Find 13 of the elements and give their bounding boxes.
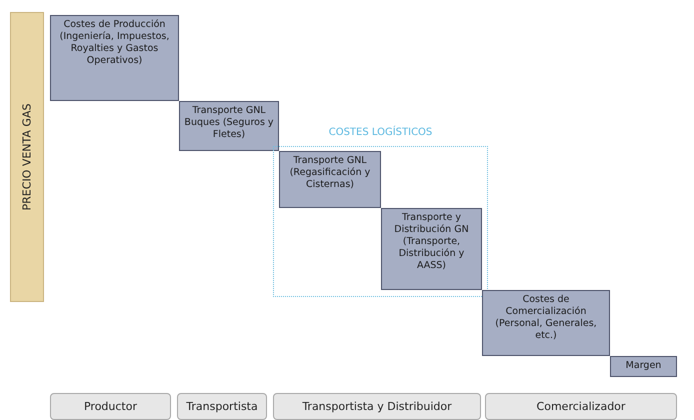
cost-box: Costes de Producción (Ingeniería, Impuestos, Royalties y Gastos Operativos): [50, 15, 179, 101]
price-bar: [10, 12, 44, 302]
group-title: COSTES LOGÍSTICOS: [328, 127, 434, 138]
actor-box: Transportista y Distribuidor: [273, 393, 481, 420]
cost-box: Transporte GNL (Regasificación y Cisternas): [279, 151, 381, 208]
actor-box: Productor: [50, 393, 171, 420]
cost-box: Margen: [610, 356, 677, 377]
cost-box: Transporte GNL Buques (Seguros y Fletes): [179, 101, 279, 151]
actor-box: Transportista: [177, 393, 267, 420]
cost-box: Costes de Comercialización (Personal, Generales, etc.): [482, 290, 610, 356]
cost-box: Transporte y Distribución GN (Transporte, Distribución y AASS): [381, 208, 482, 290]
axis-label: PRECIO VENTA GAS: [20, 104, 34, 210]
actor-box: Comercializador: [485, 393, 677, 420]
